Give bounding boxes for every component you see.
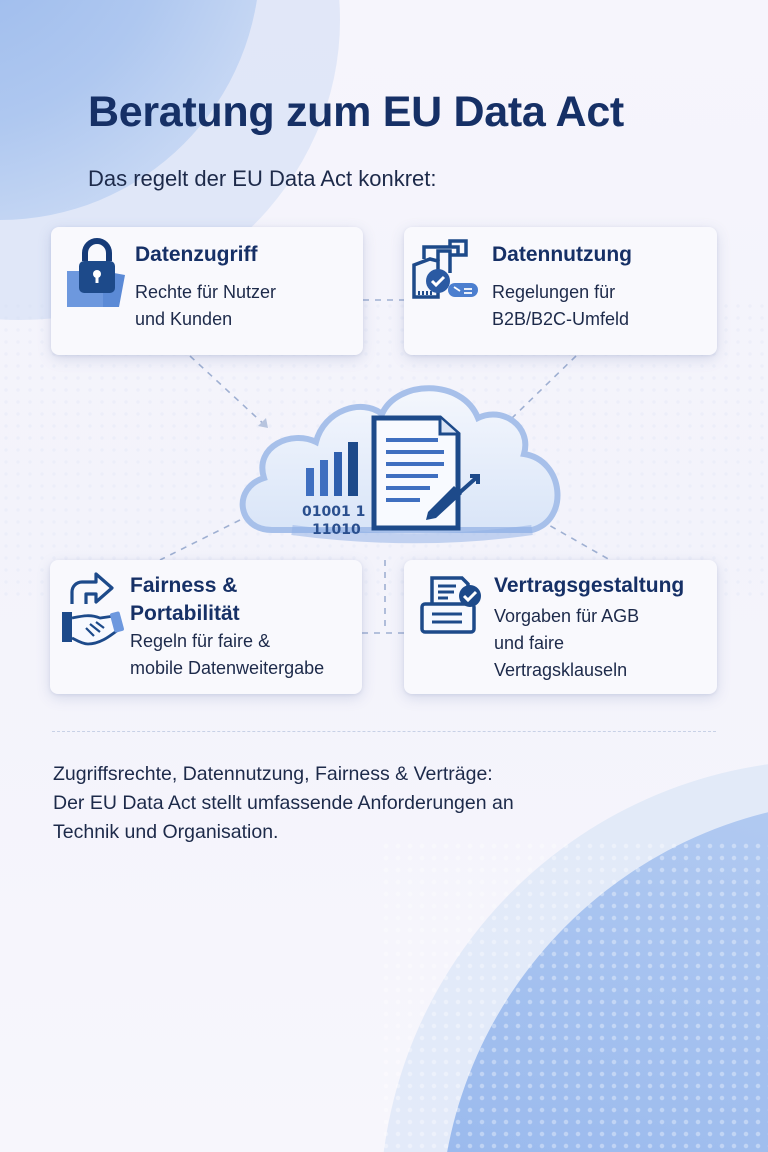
svg-text:11010: 11010 (312, 522, 361, 538)
card-title: Datennutzung (492, 243, 632, 266)
card-description: Regelungen für B2B/B2C-Umfeld (492, 282, 630, 329)
page-title: Beratung zum EU Data Act (88, 88, 624, 136)
contract-check-icon (420, 576, 481, 634)
card-title: Fairness & Portabilität (130, 574, 240, 625)
card-title: Datenzugriff (135, 243, 258, 266)
card-datenzugriff: Datenzugriff Rechte für Nutzer und Kunde… (51, 227, 363, 355)
cloud-data-document-icon: 01001 1 11010 (239, 385, 561, 544)
section-divider (52, 731, 716, 732)
card-description: Regeln für faire & mobile Datenweitergab… (130, 631, 325, 678)
binary-data-text: 01001 1 11010 (302, 504, 365, 538)
data-usage-contract-icon (412, 239, 478, 299)
card-fairness-portabilitaet: Fairness & Portabilität Regeln für faire… (50, 560, 362, 694)
page-subtitle: Das regelt der EU Data Act konkret: (88, 166, 437, 191)
summary-text: Zugriffsrechte, Datennutzung, Fairness &… (53, 763, 514, 843)
card-description: Vorgaben für AGB und faire Vertragsklaus… (494, 606, 640, 680)
card-title: Vertragsgestaltung (494, 574, 685, 597)
card-vertragsgestaltung: Vertragsgestaltung Vorgaben für AGB und … (404, 560, 717, 694)
background-dot-pattern-bottom (380, 840, 768, 1152)
handshake-arrow-icon (62, 572, 124, 646)
card-description: Rechte für Nutzer und Kunden (135, 282, 277, 329)
svg-text:01001 1: 01001 1 (302, 504, 365, 520)
card-datennutzung: Datennutzung Regelungen für B2B/B2C-Umfe… (404, 227, 717, 355)
lock-folder-icon (67, 238, 125, 307)
